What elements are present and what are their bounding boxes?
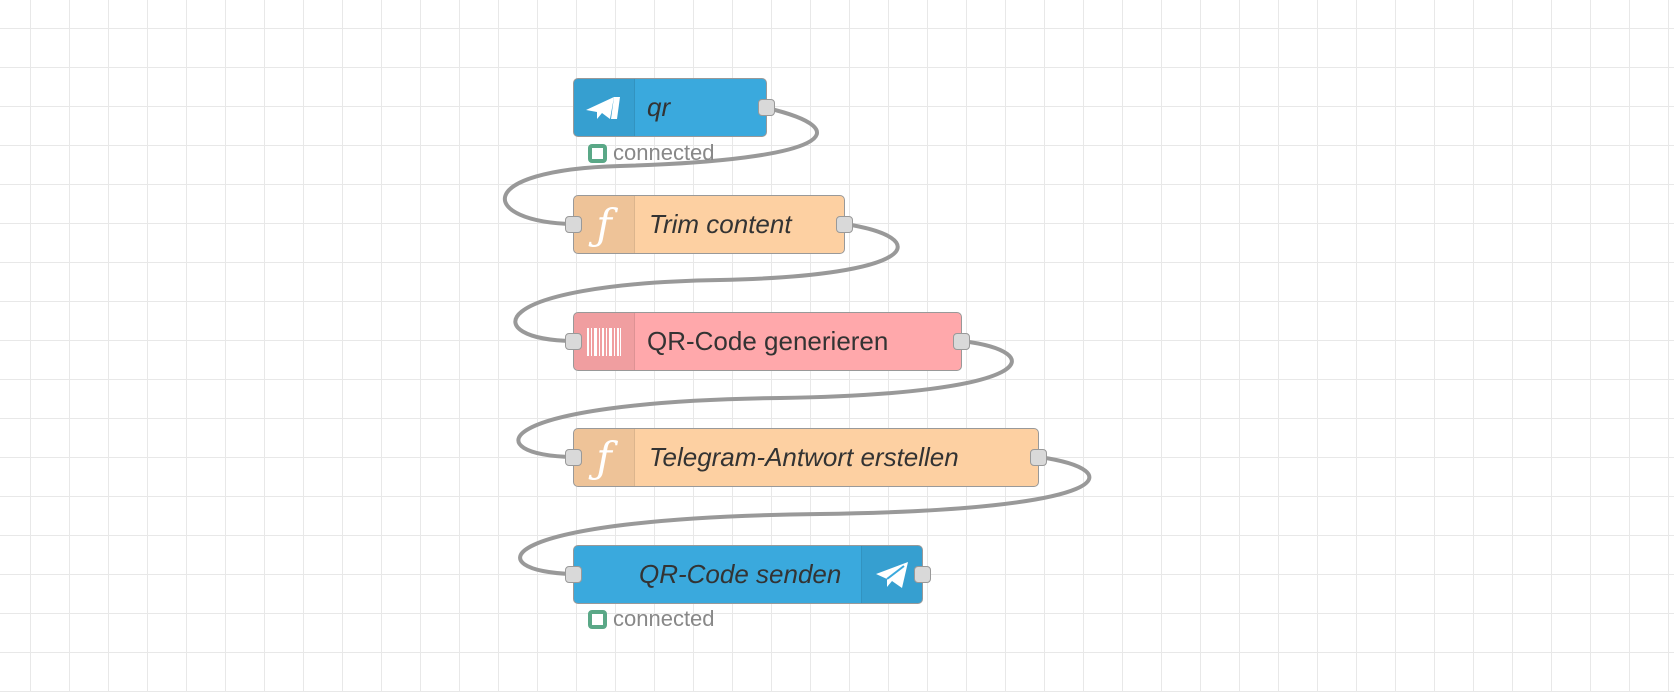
output-port[interactable] — [914, 566, 931, 583]
telegram-sender-icon — [861, 546, 922, 603]
wire-qr-to-trim[interactable] — [502, 106, 819, 226]
node-qr-code-senden[interactable]: QR-Code senden — [565, 545, 931, 604]
status-dot — [588, 609, 607, 629]
function-icon: ƒ — [574, 196, 635, 253]
input-port[interactable] — [565, 449, 582, 466]
node-label: Telegram-Antwort erstellen — [649, 442, 959, 472]
output-port[interactable] — [953, 333, 970, 350]
input-port[interactable] — [565, 216, 582, 233]
node-trim-content[interactable]: ƒ Trim content — [565, 195, 853, 254]
node-label: Trim content — [649, 209, 792, 239]
function-icon: ƒ — [574, 429, 635, 486]
status-text: connected — [613, 140, 715, 165]
node-status: connected — [588, 607, 715, 631]
node-label: qr — [647, 92, 671, 122]
telegram-receiver-icon — [574, 79, 635, 136]
node-label: QR-Code senden — [639, 559, 842, 589]
output-port[interactable] — [836, 216, 853, 233]
wire-qrgen-to-reply[interactable] — [516, 339, 1014, 459]
status-dot — [588, 143, 607, 163]
node-label: QR-Code generieren — [647, 326, 889, 356]
output-port[interactable] — [1030, 449, 1047, 466]
barcode-icon — [574, 313, 635, 370]
node-status: connected — [588, 141, 715, 165]
wire-trim-to-qrgen[interactable] — [513, 222, 900, 343]
input-port[interactable] — [565, 566, 582, 583]
node-qr[interactable]: qr — [573, 78, 775, 137]
status-text: connected — [613, 606, 715, 631]
output-port[interactable] — [758, 99, 775, 116]
input-port[interactable] — [565, 333, 582, 350]
node-qr-code-generieren[interactable]: QR-Code generieren — [565, 312, 970, 371]
node-telegram-antwort-erstellen[interactable]: ƒ Telegram-Antwort erstellen — [565, 428, 1047, 487]
wire-reply-to-send[interactable] — [518, 455, 1092, 576]
